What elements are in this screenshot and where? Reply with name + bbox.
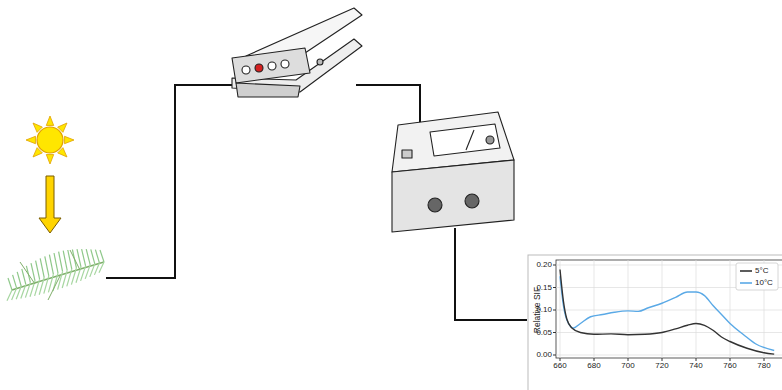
y-tick-label: 0.05 xyxy=(536,329,552,337)
legend-label: 5°C xyxy=(755,267,768,275)
x-tick-label: 680 xyxy=(587,362,600,370)
x-tick-label: 740 xyxy=(689,362,702,370)
connector-line xyxy=(356,85,420,128)
x-tick-label: 660 xyxy=(553,362,566,370)
y-tick-label: 0.15 xyxy=(536,284,552,292)
legend-label: 10°C xyxy=(755,279,773,287)
x-tick-label: 780 xyxy=(757,362,770,370)
x-tick-label: 760 xyxy=(723,362,736,370)
y-tick-label: 0.20 xyxy=(536,261,552,269)
x-tick-label: 720 xyxy=(655,362,668,370)
sun-icon xyxy=(26,116,74,164)
connector-line xyxy=(106,85,232,278)
x-tick-label: 700 xyxy=(621,362,634,370)
legend-sample xyxy=(740,282,752,284)
connector-line xyxy=(455,228,527,320)
light-arrow xyxy=(39,176,61,233)
spectrometer xyxy=(392,112,514,232)
legend-sample xyxy=(740,270,752,272)
leaf-clip xyxy=(232,8,362,97)
spruce-branch xyxy=(7,249,104,301)
y-tick-label: 0.10 xyxy=(536,306,552,314)
y-tick-label: 0.00 xyxy=(536,351,552,359)
